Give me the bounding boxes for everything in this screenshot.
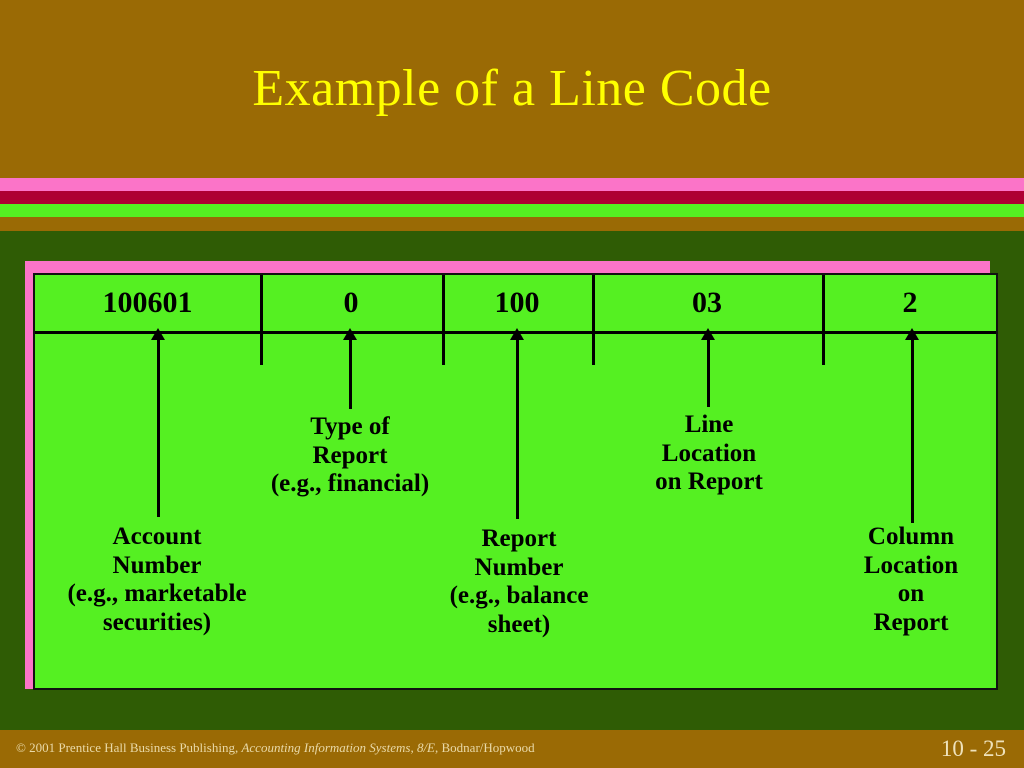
- code-value-report-number: 100: [494, 286, 540, 319]
- line-code-diagram: 100601 0 100 03 2 Account Number (e.g., …: [33, 273, 998, 690]
- callout-report-number: Report Number (e.g., balance sheet): [449, 525, 589, 638]
- code-values-row: 100601 0 100 03 2: [35, 275, 996, 331]
- code-value-column-location: 2: [902, 286, 918, 319]
- header-band: [0, 0, 1024, 178]
- code-value-report-type: 0: [343, 286, 359, 319]
- leader-arrow-column-location: [905, 328, 919, 523]
- footer-credit: © 2001 Prentice Hall Business Publishing…: [16, 740, 535, 756]
- callout-column-location: Column Location on Report: [863, 523, 959, 636]
- footer-credit-suffix: , Bodnar/Hopwood: [435, 740, 535, 755]
- code-value-account-number: 100601: [102, 286, 193, 319]
- segment-divider-2: [442, 275, 445, 365]
- leader-arrow-line-location: [701, 328, 715, 407]
- footer-band: [0, 730, 1024, 768]
- leader-arrow-report-type: [343, 328, 357, 409]
- page-title: Example of a Line Code: [252, 60, 772, 117]
- leader-arrow-report-number: [510, 328, 524, 519]
- leader-arrow-account-number: [151, 328, 165, 517]
- callout-account-number: Account Number (e.g., marketable securit…: [67, 523, 247, 636]
- divider-band-brown: [0, 217, 1024, 231]
- footer-credit-prefix: © 2001 Prentice Hall Business Publishing…: [16, 740, 242, 755]
- segment-divider-3: [592, 275, 595, 365]
- divider-band-green: [0, 204, 1024, 217]
- code-value-line-location: 03: [692, 286, 722, 319]
- callout-line-location: Line Location on Report: [655, 411, 763, 495]
- divider-band-pink: [0, 178, 1024, 191]
- page-number: 10 - 25: [940, 736, 1006, 761]
- segment-divider-4: [822, 275, 825, 365]
- footer-credit-title: Accounting Information Systems, 8/E: [241, 740, 435, 755]
- callout-report-type: Type of Report (e.g., financial): [270, 413, 430, 497]
- segment-divider-1: [260, 275, 263, 365]
- divider-band-crimson: [0, 191, 1024, 204]
